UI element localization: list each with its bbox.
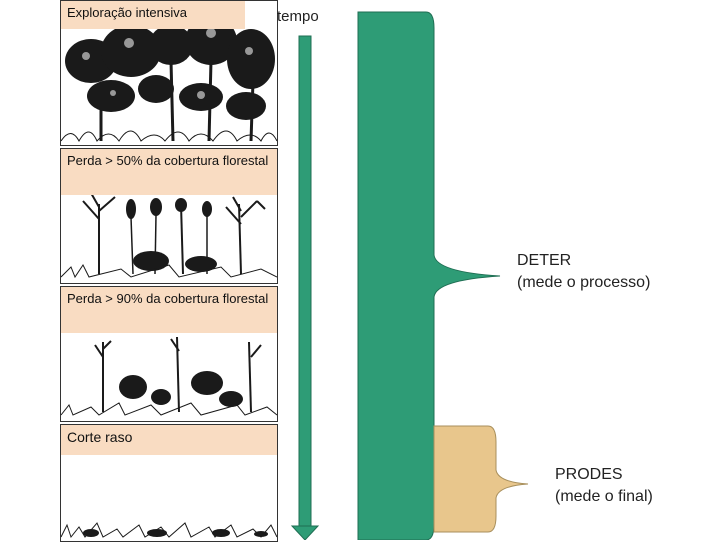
clear-cut-illustration — [61, 522, 277, 539]
panel-label: Perda > 50% da cobertura florestal — [61, 149, 277, 195]
deter-description: (mede o processo) — [517, 274, 651, 291]
dense-forest-illustration — [61, 17, 277, 143]
deter-callout: DETER (mede o processo) — [517, 250, 650, 294]
prodes-bar — [433, 425, 529, 533]
panel-label: Perda > 90% da cobertura florestal — [61, 287, 277, 333]
deter-bar — [357, 11, 501, 540]
panel-label: Exploração intensiva — [61, 1, 245, 29]
panel-label: Corte raso — [61, 425, 277, 455]
partial-loss-illustration — [61, 192, 277, 279]
panel-loss-50: Perda > 50% da cobertura florestal — [60, 148, 278, 284]
time-arrow — [290, 35, 320, 540]
panel-clear-cut: Corte raso — [60, 424, 278, 542]
deter-name: DETER — [517, 252, 572, 269]
severe-loss-illustration — [61, 336, 277, 416]
panel-intensive-exploration: Exploração intensiva — [60, 0, 278, 146]
prodes-callout: PRODES (mede o final) — [555, 464, 653, 508]
prodes-description: (mede o final) — [555, 488, 653, 505]
time-axis-label: tempo — [277, 8, 319, 25]
prodes-name: PRODES — [555, 466, 623, 483]
panel-loss-90: Perda > 90% da cobertura florestal — [60, 286, 278, 422]
